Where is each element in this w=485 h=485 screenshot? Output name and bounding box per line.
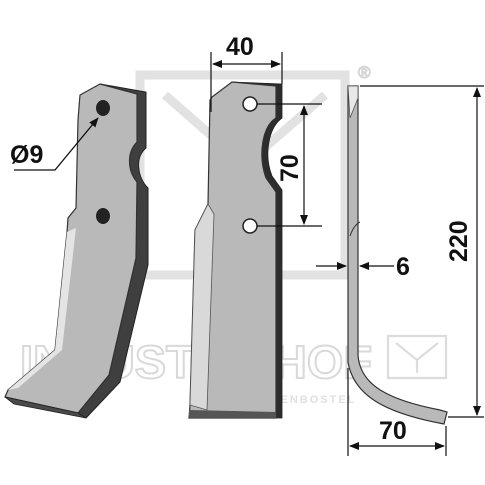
- side-blade-profile: [347, 85, 448, 425]
- middle-blade-bottom-edge: [189, 410, 276, 418]
- diameter-label: Ø9: [10, 141, 43, 169]
- hole-spacing-label: 70: [276, 154, 304, 182]
- side-blade-hole-mark: [349, 221, 361, 237]
- height-label: 220: [445, 220, 473, 262]
- side-blade-top-bevel: [347, 85, 359, 119]
- thickness-label: 6: [396, 253, 410, 281]
- middle-blade-bevel: [189, 203, 215, 411]
- watermark-small-logo: [386, 334, 448, 380]
- height-dimension: [360, 85, 484, 418]
- bend-width-label: 70: [379, 417, 407, 445]
- bend-width-dimension: [347, 368, 447, 456]
- registered-mark: ®: [358, 63, 371, 82]
- side-blade: [347, 85, 448, 425]
- middle-blade-hole-top: [242, 96, 258, 112]
- left-blade: [4, 83, 149, 419]
- middle-blade: [188, 81, 283, 419]
- width-label: 40: [226, 33, 254, 61]
- width-dimension: [210, 52, 283, 112]
- left-blade-hole-top: [96, 100, 110, 116]
- left-blade-cutting-edge: [4, 396, 87, 419]
- hole-spacing-dimension: [257, 103, 322, 227]
- middle-blade-hole-bottom: [242, 218, 258, 234]
- left-blade-edge-highlight: [8, 228, 76, 390]
- left-blade-hole-bottom: [96, 208, 110, 224]
- diameter-callout: Ø9: [10, 117, 99, 171]
